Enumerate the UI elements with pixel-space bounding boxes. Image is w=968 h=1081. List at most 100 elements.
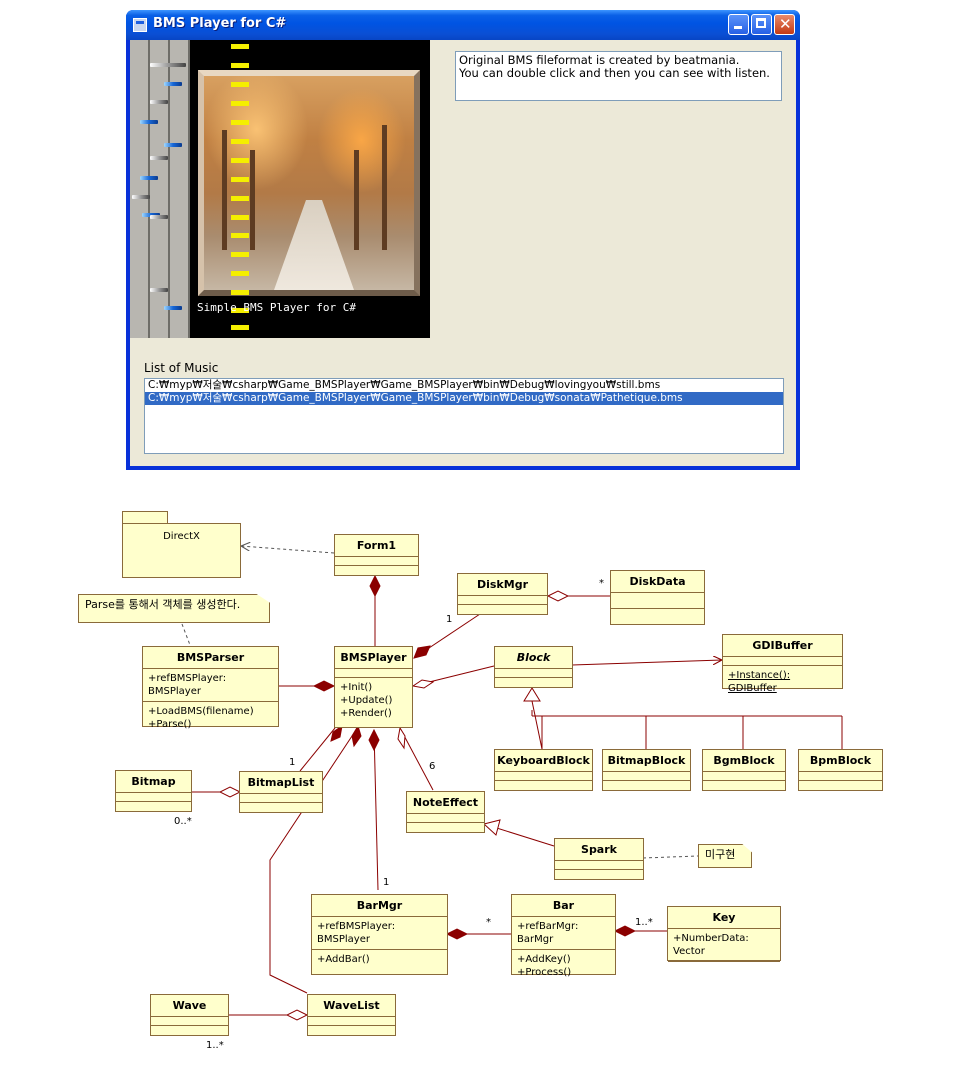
class-attributes xyxy=(495,669,572,678)
beat-marker xyxy=(231,63,249,68)
class-attribute: +NumberData: Vector xyxy=(668,929,780,962)
class-operation: +Instance(): GDIBuffer xyxy=(728,670,791,694)
class-bgmblock: BgmBlock xyxy=(702,749,786,791)
uml-connectors xyxy=(181,490,843,1021)
composition-bmsplayer-barmgr xyxy=(373,729,379,891)
game-screen[interactable]: Simple BMS Player for C# xyxy=(130,40,430,338)
composition-bmsplayer-bitmaplist xyxy=(299,727,336,772)
tree-trunk xyxy=(222,130,227,250)
window-client-area: Simple BMS Player for C# Original BMS fi… xyxy=(130,40,796,466)
beat-marker xyxy=(231,44,249,49)
music-list-item-selected[interactable]: C:₩myp₩저술₩csharp₩Game_BMSPlayer₩Game_BMS… xyxy=(145,392,783,405)
class-name: BpmBlock xyxy=(799,750,882,772)
note-lanes xyxy=(130,40,190,338)
multiplicity-diskdata: * xyxy=(599,578,604,589)
info-line: You can double click and then you can se… xyxy=(459,66,770,80)
class-name: BgmBlock xyxy=(703,750,785,772)
background-image xyxy=(198,70,420,296)
beat-marker xyxy=(231,271,249,276)
class-attributes xyxy=(407,814,484,823)
class-operations xyxy=(407,823,484,832)
class-name: NoteEffect xyxy=(407,792,484,814)
maximize-button[interactable] xyxy=(751,14,772,35)
class-bitmap: Bitmap xyxy=(115,770,192,812)
class-name: Bitmap xyxy=(116,771,191,793)
class-operations: +Init() +Update() +Render() xyxy=(335,678,412,723)
class-attributes xyxy=(116,793,191,802)
class-name: Bar xyxy=(512,895,615,917)
beat-marker xyxy=(231,290,249,295)
class-operations xyxy=(240,803,322,812)
class-attributes xyxy=(495,772,592,781)
multiplicity-noteeffect: 6 xyxy=(429,761,436,772)
lane-divider xyxy=(188,40,190,338)
note-link-spark xyxy=(642,855,699,859)
class-attribute: +refBMSPlayer: BMSPlayer xyxy=(312,917,447,950)
close-icon: ✕ xyxy=(779,15,792,33)
class-diskdata: DiskData xyxy=(610,570,705,625)
class-form1: Form1 xyxy=(334,534,419,576)
music-list-label: List of Music xyxy=(144,361,219,375)
class-wavelist: WaveList xyxy=(307,994,396,1036)
class-noteeffect: NoteEffect xyxy=(406,791,485,833)
class-operations xyxy=(611,609,704,624)
class-attributes xyxy=(799,772,882,781)
music-list-item[interactable]: C:₩myp₩저술₩csharp₩Game_BMSPlayer₩Game_BMS… xyxy=(148,379,661,391)
note-parser: Parse를 통해서 객체를 생성한다. xyxy=(78,594,270,623)
class-attributes xyxy=(703,772,785,781)
class-operations xyxy=(495,678,572,687)
class-operation: +AddBar() xyxy=(317,954,370,965)
class-operation: +Init() xyxy=(340,682,373,693)
class-bmsparser: BMSParser +refBMSPlayer: BMSPlayer +Load… xyxy=(142,646,279,730)
multiplicity-bitmap: 0..* xyxy=(174,816,192,827)
game-caption: Simple BMS Player for C# xyxy=(197,301,356,314)
class-operations xyxy=(799,781,882,790)
beat-marker xyxy=(231,139,249,144)
class-bitmapblock: BitmapBlock xyxy=(602,749,691,791)
class-attributes xyxy=(335,669,412,678)
beat-marker xyxy=(231,252,249,257)
beat-marker xyxy=(231,82,249,87)
class-name: WaveList xyxy=(308,995,395,1017)
note xyxy=(150,100,168,104)
class-operations xyxy=(555,870,643,879)
info-textbox[interactable]: Original BMS fileformat is created by be… xyxy=(455,51,782,101)
note xyxy=(132,195,150,199)
class-name: Form1 xyxy=(335,535,418,557)
class-attributes xyxy=(603,772,690,781)
note xyxy=(164,306,182,310)
class-operations xyxy=(668,962,780,971)
minimize-icon xyxy=(734,26,742,29)
multiplicity-barmgr: 1 xyxy=(383,877,390,888)
class-bar: Bar +refBarMgr: BarMgr +AddKey() +Proces… xyxy=(511,894,616,978)
class-attributes xyxy=(335,557,418,566)
class-spark: Spark xyxy=(554,838,644,880)
class-operation: +LoadBMS(filename) xyxy=(148,706,254,717)
class-operations xyxy=(495,781,592,790)
class-operations xyxy=(603,781,690,790)
class-key: Key +NumberData: Vector xyxy=(667,906,781,962)
beat-marker xyxy=(231,158,249,163)
package-directx: DirectX xyxy=(122,523,241,578)
class-name: Key xyxy=(668,907,780,929)
tree-trunk xyxy=(382,125,387,250)
class-attributes xyxy=(151,1017,228,1026)
minimize-button[interactable] xyxy=(728,14,749,35)
road xyxy=(274,200,354,290)
app-icon xyxy=(133,18,147,32)
class-name: Spark xyxy=(555,839,643,861)
class-name: BMSParser xyxy=(143,647,278,669)
class-attributes xyxy=(555,861,643,870)
close-button[interactable]: ✕ xyxy=(774,14,795,35)
class-operation: +Process() xyxy=(517,967,572,978)
class-name: Block xyxy=(495,647,572,669)
class-name: Wave xyxy=(151,995,228,1017)
beat-marker xyxy=(231,215,249,220)
class-operations: +Instance(): GDIBuffer xyxy=(723,666,842,698)
class-operations: +LoadBMS(filename) +Parse() xyxy=(143,702,278,734)
music-listbox[interactable]: C:₩myp₩저술₩csharp₩Game_BMSPlayer₩Game_BMS… xyxy=(144,378,784,454)
note xyxy=(164,143,182,147)
class-attribute: +refBMSPlayer: BMSPlayer xyxy=(143,669,278,702)
title-bar[interactable]: BMS Player for C# ✕ xyxy=(126,10,800,40)
note xyxy=(150,156,168,160)
